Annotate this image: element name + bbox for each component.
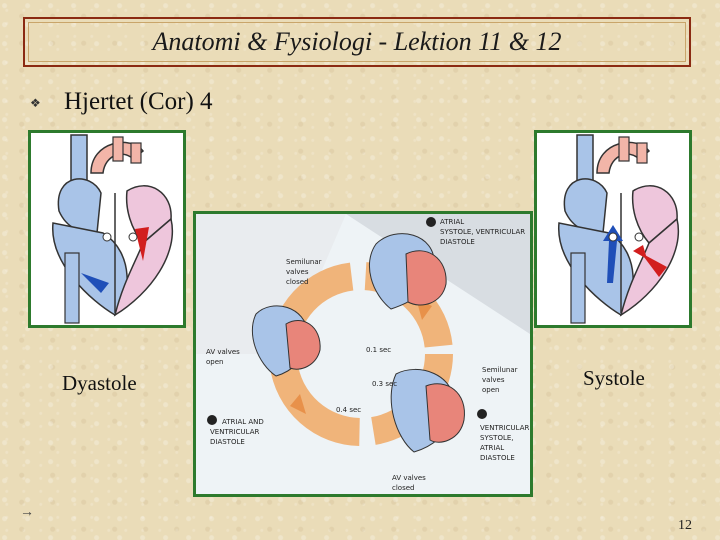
semilunar-closed-line3: closed: [286, 278, 308, 286]
time-0-1-label: 0.1 sec: [366, 346, 391, 354]
systole-label: Systole: [583, 366, 645, 390]
semilunar-closed-line1: Semilunar: [286, 258, 322, 266]
heart-diastole-image: [28, 130, 186, 328]
cardiac-cycle-drawing: ATRIAL SYSTOLE, VENTRICULAR DIASTOLE Sem…: [196, 214, 530, 492]
heart-systole-drawing: [558, 134, 680, 324]
semilunar-open-line2: valves: [482, 376, 505, 384]
phase2-line1: ATRIAL: [440, 218, 464, 226]
av-closed-line1: AV valves: [392, 474, 426, 482]
phase2-line3: DIASTOLE: [440, 238, 475, 246]
bullet-icon: ❖: [30, 96, 41, 110]
phase3-line3: ATRIAL: [480, 444, 504, 452]
phase1-line3: DIASTOLE: [210, 438, 245, 446]
phase2-line2: SYSTOLE, VENTRICULAR: [440, 228, 525, 236]
page-number: 12: [678, 518, 692, 533]
cardiac-cycle-image: ATRIAL SYSTOLE, VENTRICULAR DIASTOLE Sem…: [193, 211, 533, 497]
heart-systole-image: [534, 130, 692, 328]
phase1-line2: VENTRICULAR: [210, 428, 260, 436]
semilunar-open-line3: open: [482, 386, 499, 394]
phase3-line4: DIASTOLE: [480, 454, 515, 462]
arrow-icon: →: [20, 505, 34, 520]
slide-title: Anatomi & Fysiologi - Lektion 11 & 12: [152, 27, 562, 56]
phase3-line2: SYSTOLE,: [480, 434, 514, 442]
title-box: Anatomi & Fysiologi - Lektion 11 & 12: [23, 17, 691, 67]
av-open-line2: open: [206, 358, 223, 366]
diastole-label: Dyastole: [62, 371, 137, 395]
av-open-line1: AV valves: [206, 348, 240, 356]
slide-heading: Hjertet (Cor) 4: [64, 88, 213, 115]
time-0-3-label: 0.3 sec: [372, 380, 397, 388]
phase3-line1: VENTRICULAR: [480, 424, 530, 432]
heart-diastole-drawing: [52, 134, 174, 324]
heart-left: [251, 305, 321, 377]
time-0-4-label: 0.4 sec: [336, 406, 361, 414]
semilunar-closed-line2: valves: [286, 268, 309, 276]
semilunar-open-line1: Semilunar: [482, 366, 518, 374]
heart-top: [368, 233, 447, 310]
av-closed-line2: closed: [392, 484, 414, 492]
phase1-line1: ATRIAL AND: [222, 418, 264, 426]
heart-bottom: [390, 369, 465, 453]
